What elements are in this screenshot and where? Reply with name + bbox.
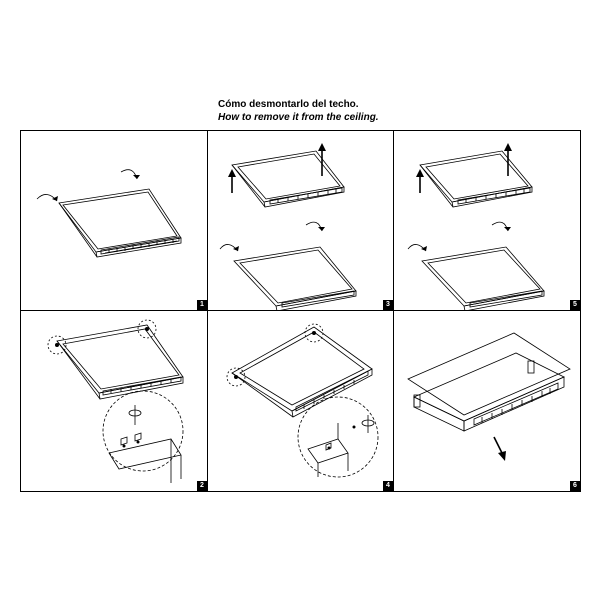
steps-grid: 1 bbox=[20, 130, 581, 492]
curved-arrow-right bbox=[120, 169, 138, 180]
luminaire-frame bbox=[231, 326, 373, 412]
step-panel-3: 3 bbox=[207, 130, 394, 311]
mounting-clip-left bbox=[413, 394, 421, 408]
step-panel-2: 2 bbox=[20, 310, 208, 492]
step-2-illustration bbox=[47, 319, 184, 483]
step-number-badge: 5 bbox=[570, 300, 580, 310]
curved-arrow-right bbox=[305, 221, 323, 232]
zoom-detail-circle bbox=[297, 396, 379, 478]
step-number-badge: 2 bbox=[197, 481, 207, 491]
zoom-detail-circle bbox=[102, 390, 184, 472]
step-6-illustration bbox=[407, 332, 571, 461]
step-number-badge: 4 bbox=[383, 481, 393, 491]
zoom-frame-corner bbox=[307, 438, 349, 464]
louver-grille bbox=[102, 376, 182, 396]
step-panel-1: 1 bbox=[20, 130, 208, 311]
step-number-badge: 3 bbox=[383, 300, 393, 310]
step-4-illustration bbox=[226, 323, 379, 478]
ceiling-plane bbox=[407, 332, 571, 416]
curved-arrow-left bbox=[407, 244, 427, 252]
screw-icon bbox=[55, 343, 59, 347]
down-arrow bbox=[493, 436, 503, 454]
curved-arrow-left bbox=[219, 244, 239, 252]
screw-icon bbox=[234, 375, 238, 379]
screw-icon bbox=[145, 327, 149, 331]
step-panel-5: 5 bbox=[393, 130, 581, 311]
detail-circle-left bbox=[47, 335, 67, 355]
step-3-illustration bbox=[219, 143, 357, 310]
curved-arrow-right bbox=[491, 221, 509, 232]
step-number-badge: 6 bbox=[570, 481, 580, 491]
step-panel-4: 4 bbox=[207, 310, 394, 492]
detail-circle-top bbox=[304, 323, 324, 343]
step-5-illustration bbox=[407, 143, 545, 310]
curved-arrow-left bbox=[36, 194, 58, 202]
detail-circle-left bbox=[226, 367, 246, 387]
step-panel-6: 6 bbox=[393, 310, 581, 492]
detail-circle-right bbox=[137, 319, 157, 339]
page-title: Cómo desmontarlo del techo. bbox=[218, 99, 359, 110]
step-number-badge: 1 bbox=[197, 300, 207, 310]
luminaire-side bbox=[95, 237, 182, 258]
ceiling-panel-outline bbox=[58, 188, 182, 253]
mounting-clip-right bbox=[527, 360, 535, 374]
panel-inner-edge bbox=[62, 191, 178, 250]
page-subtitle: How to remove it from the ceiling. bbox=[218, 112, 379, 123]
louver-grille bbox=[295, 370, 369, 412]
louver-grille bbox=[473, 382, 559, 426]
screw-icon bbox=[312, 331, 316, 335]
step-1-illustration bbox=[36, 169, 182, 258]
louver-grille bbox=[100, 236, 180, 255]
zoom-frame-corner bbox=[108, 438, 182, 470]
